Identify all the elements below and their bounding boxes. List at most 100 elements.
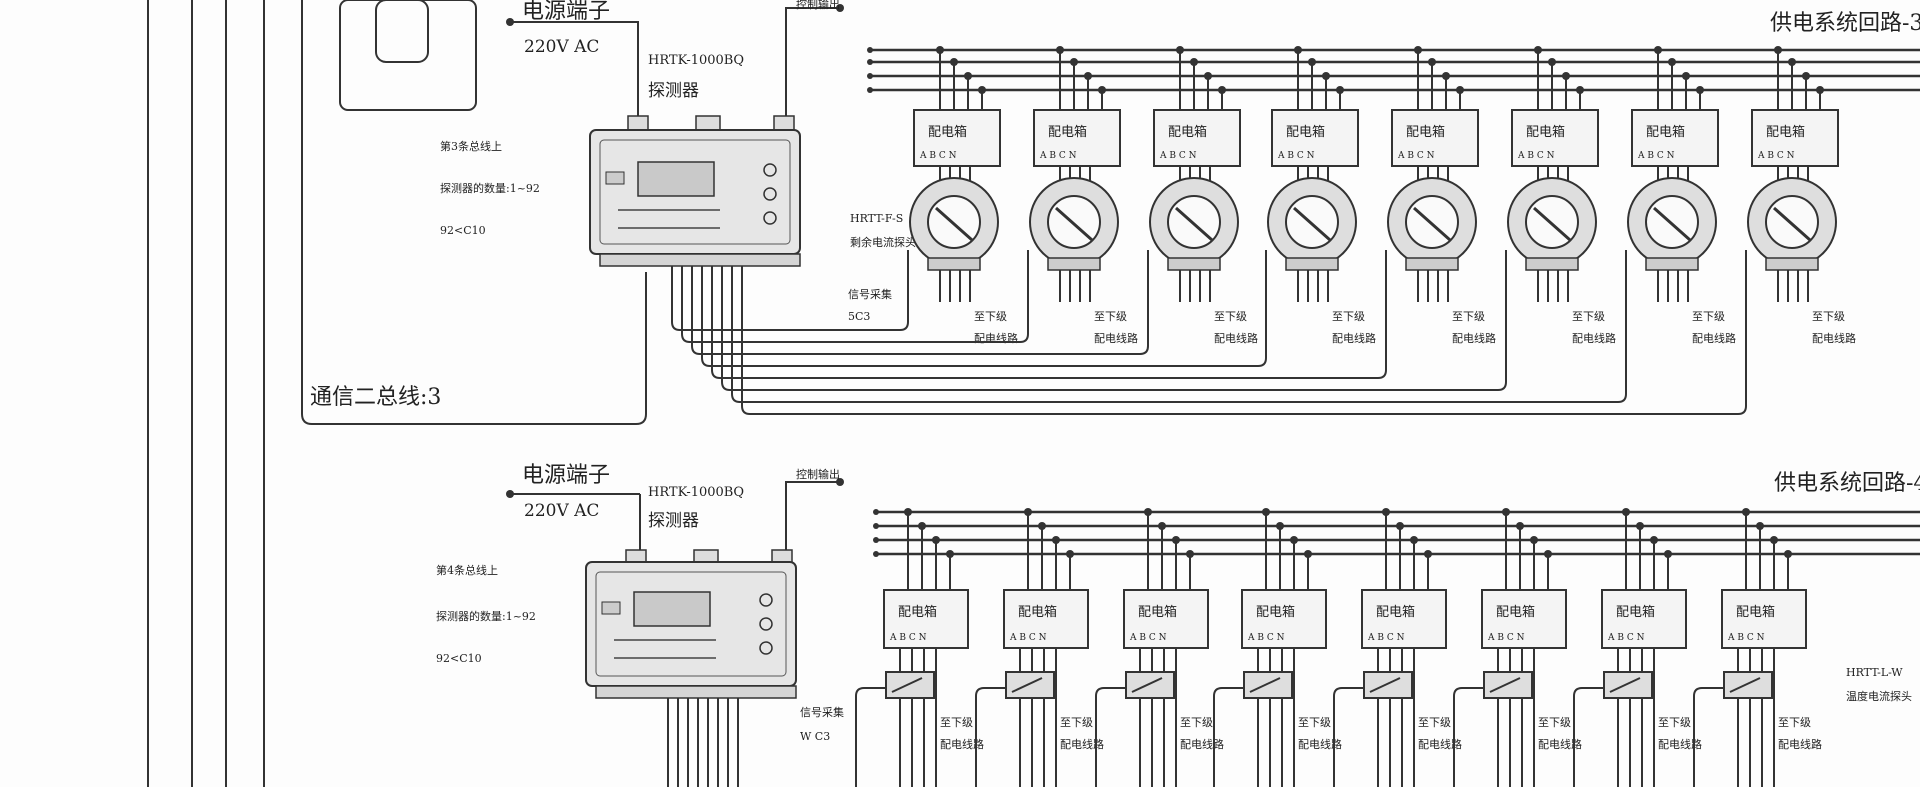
cabinet-phases: A B C N	[1757, 151, 1795, 161]
cabinet-phases: A B C N	[1487, 633, 1525, 643]
control-output-label-2: 控制输出	[796, 467, 840, 481]
temperature-sensor	[1483, 671, 1533, 699]
temperature-sensor	[885, 671, 935, 699]
signal-return-wire	[711, 250, 1387, 379]
signal-label-2b: W C3	[800, 730, 830, 743]
system-loop-label-1: 供电系统回路-3	[1770, 11, 1920, 36]
temperature-sensor	[1723, 671, 1773, 699]
branch-line-label: 配电线路	[1658, 737, 1702, 751]
branch-line-label: 至下级	[1418, 716, 1451, 729]
branch-line-label: 至下级	[974, 310, 1007, 323]
branch-line-label: 至下级	[1812, 310, 1845, 323]
branch-line-label: 至下级	[1538, 716, 1571, 729]
cabinet-label: 配电箱	[1138, 604, 1177, 620]
current-sensor-ring	[1029, 177, 1119, 271]
cabinet-phases: A B C N	[1277, 151, 1315, 161]
temperature-sensor	[1363, 671, 1413, 699]
signal-return-wire	[1095, 687, 1126, 787]
signal-return-wire	[1693, 687, 1724, 787]
detector-name-label-2: 探测器	[648, 511, 699, 531]
signal-label-1a: 信号采集	[848, 287, 892, 301]
left-border-lines	[147, 0, 265, 787]
branch-line-label: 配电线路	[1298, 737, 1342, 751]
phase-bus-2-ends	[873, 509, 879, 557]
signal-return-wire	[741, 250, 1747, 415]
cabinet-label: 配电箱	[1168, 124, 1207, 140]
branch-line-label: 配电线路	[1180, 737, 1224, 751]
bus-note-2a: 第4条总线上	[436, 563, 498, 577]
signal-return-wire	[691, 250, 1149, 355]
signal-return-wire	[681, 250, 1029, 343]
control-output-label-1: 控制输出	[796, 0, 840, 11]
current-sensor-ring	[909, 177, 999, 271]
branch-line-label: 至下级	[940, 716, 973, 729]
cabinet-phases: A B C N	[1517, 151, 1555, 161]
cabinet-phases: A B C N	[1039, 151, 1077, 161]
bus-note-1c: 92<C10	[440, 224, 486, 237]
cabinet-phases: A B C N	[1367, 633, 1405, 643]
branch-line-label: 配电线路	[1418, 737, 1462, 751]
detector-name-label-1: 探测器	[648, 81, 699, 101]
power-terminal-label-1: 电源端子	[522, 0, 610, 24]
cabinet-phases: A B C N	[1397, 151, 1435, 161]
enclosure-box-1	[339, 0, 477, 111]
cabinet-label: 配电箱	[898, 604, 937, 620]
branch-line-label: 配电线路	[1812, 331, 1856, 345]
branch-line-label: 配电线路	[1538, 737, 1582, 751]
panel-frame-1	[301, 0, 647, 425]
cabinet-phases: A B C N	[1159, 151, 1197, 161]
signal-return-wire	[1453, 687, 1484, 787]
current-sensor-ring	[1507, 177, 1597, 271]
detector-device-2	[585, 549, 797, 699]
cabinet-label: 配电箱	[1526, 124, 1565, 140]
branch-line-label: 配电线路	[1060, 737, 1104, 751]
detector-model-label-1: HRTK-1000BQ	[648, 53, 744, 68]
signal-return-wire	[1213, 687, 1244, 787]
current-sensor-ring	[1149, 177, 1239, 271]
cabinet-label: 配电箱	[1256, 604, 1295, 620]
branch-line-label: 配电线路	[1094, 331, 1138, 345]
current-sensor-ring	[1627, 177, 1717, 271]
sensor-model-label-1: HRTT-F-S	[850, 212, 903, 225]
bus-label: 通信二总线:3	[310, 385, 441, 410]
branch-line-label: 配电线路	[1452, 331, 1496, 345]
unit-2: 电源端子 220V AC HRTK-1000BQ 探测器 控制输出 第4条总线上…	[436, 463, 1920, 787]
branch-line-label: 配电线路	[1692, 331, 1736, 345]
return-wiring-2	[667, 687, 1724, 787]
phase-bus-2	[876, 510, 1920, 556]
cabinet-phases: A B C N	[1129, 633, 1167, 643]
branch-line-label: 配电线路	[940, 737, 984, 751]
cabinet-phases: A B C N	[1727, 633, 1765, 643]
temperature-sensor	[1603, 671, 1653, 699]
branch-line-label: 至下级	[1658, 716, 1691, 729]
temperature-sensor	[1005, 671, 1055, 699]
branch-line-label: 至下级	[1778, 716, 1811, 729]
signal-return-wire	[701, 250, 1267, 367]
power-terminal-label-2: 电源端子	[522, 463, 610, 488]
return-wiring-1	[671, 250, 1747, 415]
detector-device-1	[589, 115, 801, 267]
unit-1: 电源端子 220V AC HRTK-1000BQ 探测器 控制输出 第3条总线上…	[301, 0, 1920, 425]
bus-note-2b: 探测器的数量:1~92	[436, 609, 536, 623]
current-sensor-ring	[1267, 177, 1357, 271]
branch-line-label: 至下级	[1060, 716, 1093, 729]
current-sensor-ring	[1747, 177, 1837, 271]
branch-line-label: 至下级	[1692, 310, 1725, 323]
branch-line-label: 配电线路	[1214, 331, 1258, 345]
branch-line-label: 至下级	[1094, 310, 1127, 323]
power-voltage-label-2: 220V AC	[524, 501, 599, 521]
signal-label-2a: 信号采集	[800, 705, 844, 719]
cabinet-label: 配电箱	[1646, 124, 1685, 140]
